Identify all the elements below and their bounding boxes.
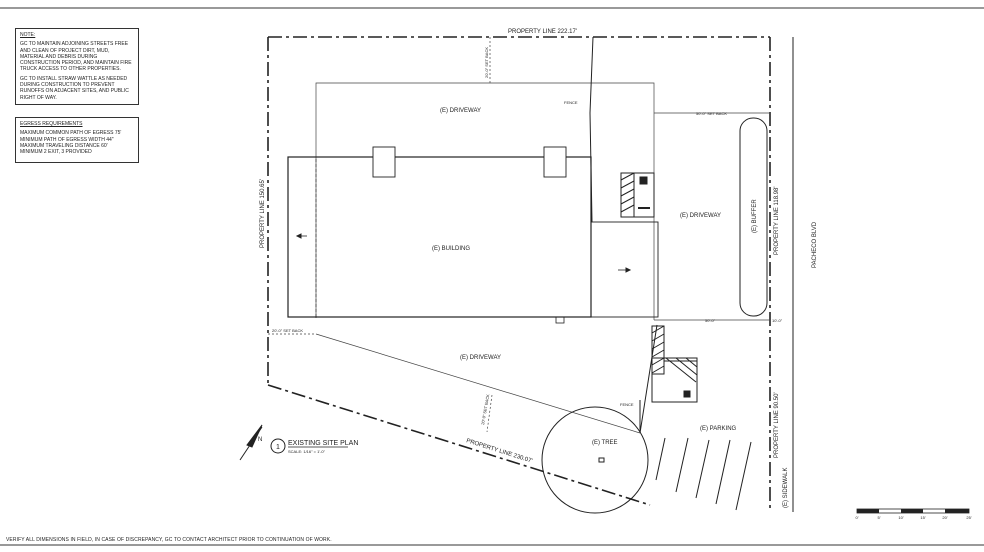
scale-tick-2: 10'	[898, 515, 903, 520]
title-block: 1 EXISTING SITE PLAN SCALE: 1/16" = 1'-0…	[270, 438, 358, 454]
footer-note: VERIFY ALL DIMENSIONS IN FIELD, IN CASE …	[6, 537, 332, 543]
plan-labels: PROPERTY LINE 222.17' PROPERTY LINE 150.…	[260, 29, 818, 508]
driveway-top-label: (E) DRIVEWAY	[440, 108, 481, 114]
equipment-pad	[620, 172, 655, 218]
property-line-right-lower-label: PROPERTY LINE 90.50'	[774, 392, 780, 458]
egress-heading: EGRESS REQUIREMENTS	[20, 121, 83, 127]
egress-line: MINIMUM PATH OF EGRESS WIDTH 44"	[20, 136, 114, 143]
note-paragraph: GC TO MAINTAIN ADJOINING STREETS FREE AN…	[20, 41, 132, 73]
parking-label: (E) PARKING	[700, 426, 737, 432]
title-number: 1	[276, 444, 280, 451]
scale-tick-3: 15'	[920, 515, 925, 520]
driveway-right-label: (E) DRIVEWAY	[680, 213, 721, 219]
scale-tick-1: 5'	[878, 515, 881, 520]
scale-tick-0: 0'	[856, 515, 859, 520]
fence-upper-label: FENCE	[564, 100, 578, 105]
egress-line: MINIMUM 2 EXIT, 3 PROVIDED	[20, 149, 92, 156]
buffer-strip	[739, 117, 768, 317]
dimension-10: 10'-0"	[772, 318, 783, 323]
property-line-top-label: PROPERTY LINE 222.17'	[508, 29, 577, 35]
scale-text: SCALE: 1/16" = 1'-0"	[288, 449, 326, 454]
tree	[541, 406, 649, 514]
scale-tick-4: 20'	[942, 515, 947, 520]
building-label: (E) BUILDING	[432, 246, 470, 252]
egress-requirements-box: EGRESS REQUIREMENTS MAXIMUM COMMON PATH …	[15, 117, 139, 163]
svg-text:N: N	[258, 437, 262, 443]
egress-line: MAXIMUM COMMON PATH OF EGRESS 75'	[20, 130, 122, 137]
title-text: EXISTING SITE PLAN	[288, 440, 358, 447]
sidewalk-label: (E) SIDEWALK	[783, 468, 789, 508]
setback-bottom-label: 20'-0" SET BACK	[480, 393, 490, 425]
fence-lower-label: FENCE	[620, 402, 634, 407]
fence-lines	[589, 36, 658, 434]
notes-heading: NOTE:	[20, 32, 36, 38]
street-label: PACHECO BLVD	[812, 221, 818, 268]
property-lines	[267, 36, 771, 512]
setback-top-label: 20'-0" SET BACK	[484, 47, 489, 78]
building	[287, 146, 659, 324]
setback-right-label: 50'-0" SET BACK	[696, 111, 727, 116]
note-paragraph: GC TO INSTALL STRAW WATTLE AS NEEDED DUR…	[20, 75, 129, 101]
parking-stalls	[655, 437, 752, 511]
setback-left-label: 20'-0" SET BACK	[272, 328, 303, 333]
tree-label: (E) TREE	[592, 440, 618, 446]
property-line-left-label: PROPERTY LINE 150.65'	[260, 179, 266, 248]
scale-tick-5: 25'	[966, 515, 971, 520]
buffer-label: (E) BUFFER	[752, 199, 758, 233]
egress-line: MAXIMUM TRAVELING DISTANCE 60'	[20, 142, 108, 149]
property-line-right-label: PROPERTY LINE 118.98'	[774, 186, 780, 255]
dimension-50: 50'-0"	[705, 318, 716, 323]
scale-bar: 0' 5' 10' 15' 20' 25'	[856, 508, 972, 520]
general-notes-box: NOTE: GC TO MAINTAIN ADJOINING STREETS F…	[15, 28, 139, 105]
lower-structure	[651, 325, 698, 403]
driveway-bottom-label: (E) DRIVEWAY	[460, 355, 501, 361]
property-line-bottom-label: PROPERTY LINE 230.07'	[465, 438, 533, 464]
north-arrow-icon: N	[239, 424, 263, 461]
